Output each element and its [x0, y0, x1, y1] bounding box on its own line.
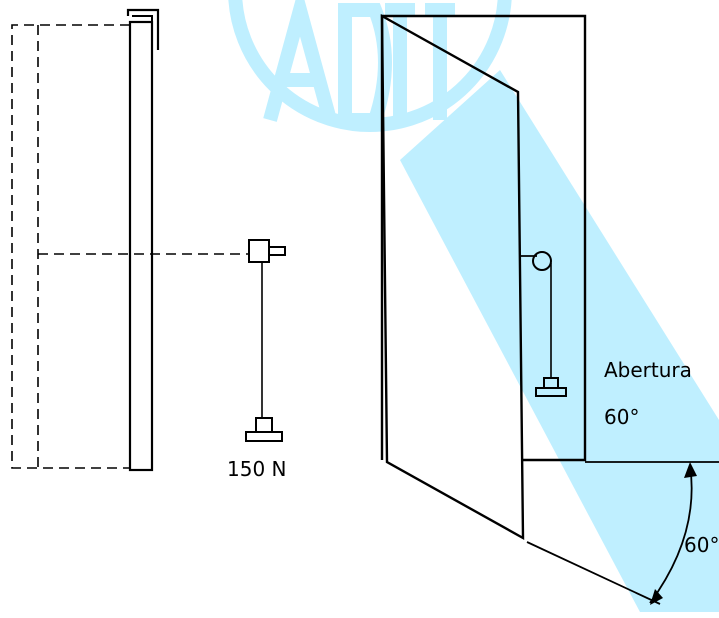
door-edge [128, 20, 154, 472]
angle-label: 60° [684, 533, 719, 557]
pulley-axle [268, 246, 286, 256]
angle-arc [649, 464, 693, 604]
watermark-logo [228, 0, 512, 132]
door-frame [380, 14, 587, 462]
pulley-block [248, 239, 270, 263]
door-dashed-outline [11, 24, 130, 469]
weight-top [255, 417, 273, 433]
angle-door-line [526, 541, 661, 605]
pulley-wheel [532, 251, 552, 271]
hinge-bracket [126, 8, 160, 50]
hinge-bracket-inner [132, 15, 153, 40]
weight-right-base [535, 387, 567, 397]
side-view [11, 8, 286, 472]
weight-label: 150 N [227, 457, 287, 481]
angle-arrow-top [684, 462, 697, 478]
opening-title: Abertura [604, 358, 692, 382]
angle-arrow-bottom [650, 589, 663, 605]
door-leaf [380, 13, 525, 541]
perspective-view [380, 13, 719, 605]
opening-value: 60° [604, 405, 639, 429]
weight-base [245, 431, 283, 442]
watermark-band [400, 70, 719, 612]
